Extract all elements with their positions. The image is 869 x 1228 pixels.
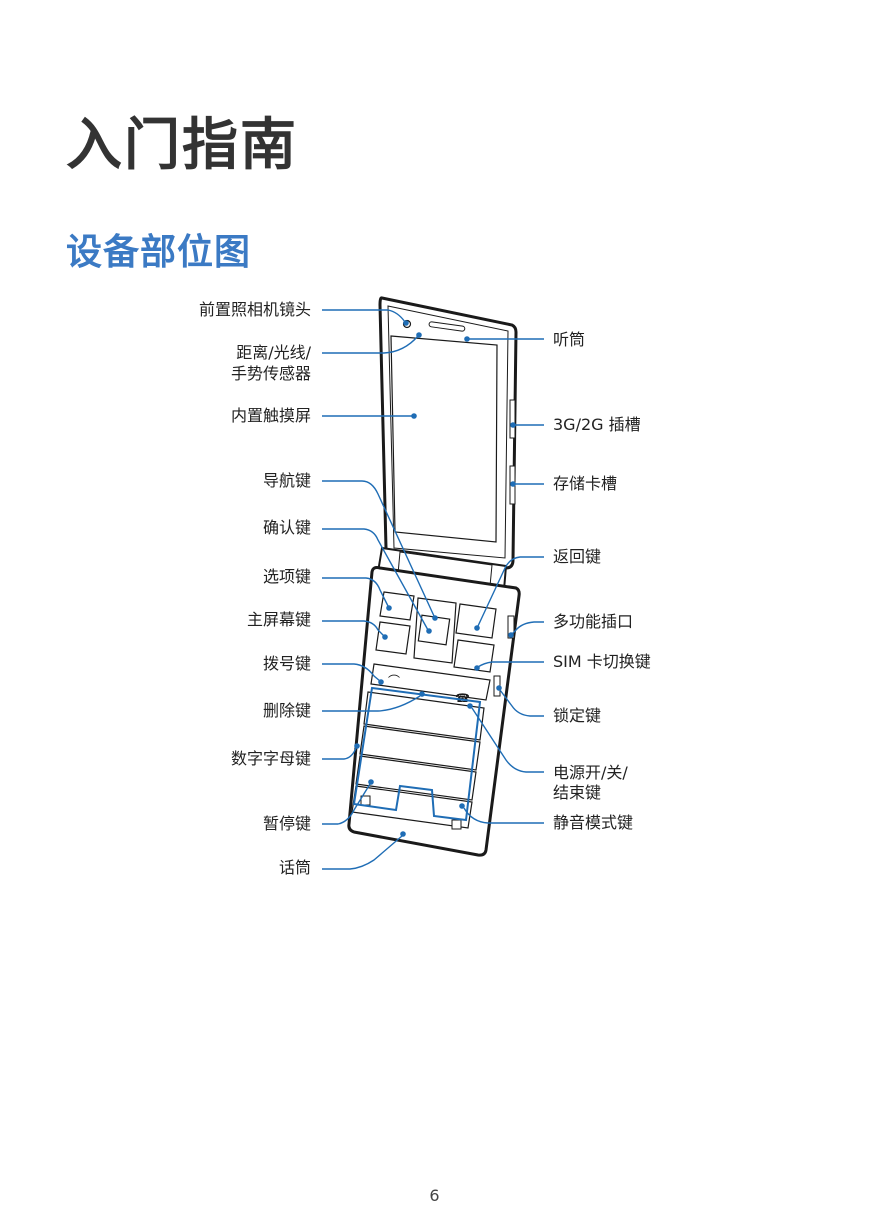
right-callouts: 听筒 3G/2G 插槽 存储卡槽 返回键 多功能插口 SIM 卡切换键 锁定键 … bbox=[459, 330, 651, 832]
label-proximity-sensor-line1: 距离/光线/ bbox=[236, 343, 311, 362]
label-memory-card-slot: 存储卡槽 bbox=[553, 474, 617, 493]
label-back-key: 返回键 bbox=[553, 547, 601, 566]
label-earpiece: 听筒 bbox=[553, 330, 585, 349]
label-option-key: 选项键 bbox=[263, 567, 311, 586]
label-sim-slot: 3G/2G 插槽 bbox=[553, 415, 641, 434]
left-callouts: 前置照相机镜头 距离/光线/ 手势传感器 内置触摸屏 导航键 确认键 选项键 主… bbox=[199, 300, 438, 877]
label-lock-key: 锁定键 bbox=[553, 706, 601, 725]
label-sim-switch-key: SIM 卡切换键 bbox=[553, 652, 651, 671]
sim-slot-cover bbox=[509, 399, 516, 439]
chapter-title: 入门指南 bbox=[66, 113, 298, 178]
label-touchscreen: 内置触摸屏 bbox=[231, 406, 311, 425]
label-silent-mode-key: 静音模式键 bbox=[553, 813, 633, 832]
label-pause-key: 暂停键 bbox=[263, 814, 311, 833]
section-title: 设备部位图 bbox=[66, 232, 252, 273]
svg-text:⌒: ⌒ bbox=[388, 674, 400, 688]
label-microphone: 话筒 bbox=[279, 858, 311, 877]
earpiece-grille bbox=[428, 321, 466, 332]
label-power-end-key-line1: 电源开/关/ bbox=[553, 763, 628, 782]
label-proximity-sensor-line2: 手势传感器 bbox=[231, 364, 311, 383]
multipurpose-jack-shape bbox=[507, 615, 515, 639]
label-delete-key: 删除键 bbox=[263, 701, 311, 720]
phone-illustration: ⌒ ☎ bbox=[347, 296, 521, 857]
label-multipurpose-jack: 多功能插口 bbox=[553, 612, 633, 631]
label-home-key: 主屏幕键 bbox=[247, 610, 311, 629]
label-dial-key: 拨号键 bbox=[263, 654, 311, 673]
page-number: 6 bbox=[429, 1186, 440, 1205]
label-nav-key: 导航键 bbox=[263, 471, 311, 490]
label-number-keys: 数字字母键 bbox=[231, 749, 311, 768]
inner-screen bbox=[390, 335, 498, 543]
label-power-end-key-line2: 结束键 bbox=[553, 783, 601, 802]
svg-text:☎: ☎ bbox=[455, 691, 470, 705]
label-front-camera: 前置照相机镜头 bbox=[199, 300, 311, 319]
label-ok-key: 确认键 bbox=[263, 518, 311, 537]
